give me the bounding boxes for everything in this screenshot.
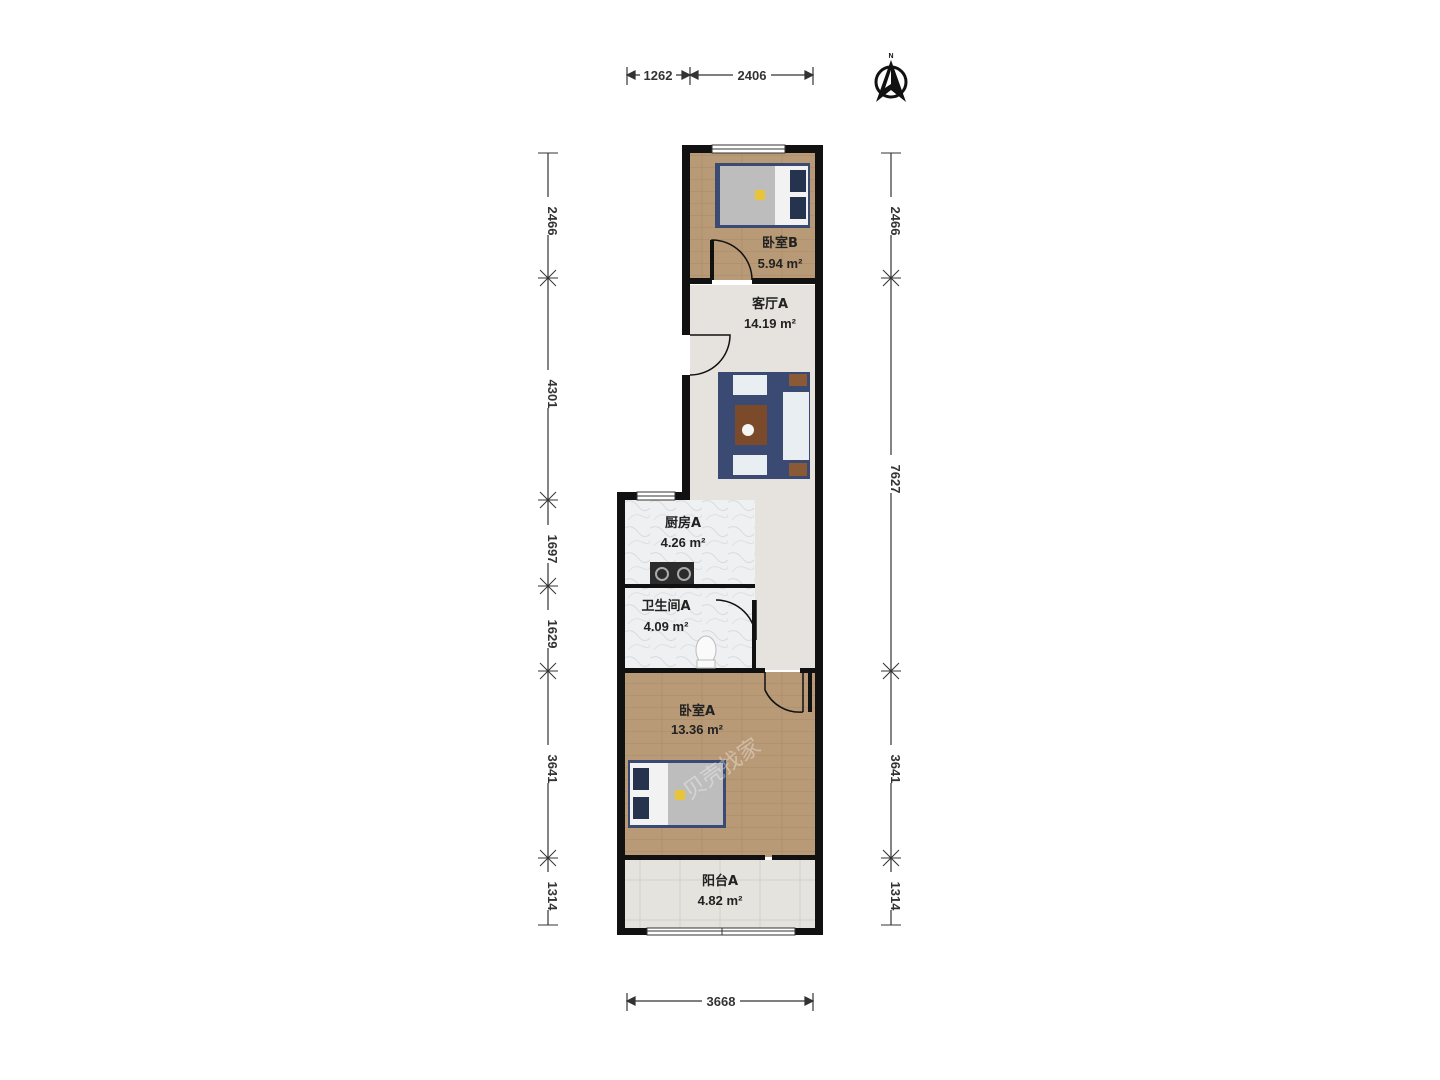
dim-bottom-1: 3668 bbox=[707, 994, 736, 1009]
room-area-living-a: 14.19 m² bbox=[744, 316, 797, 331]
dim-left-3: 1697 bbox=[545, 535, 560, 564]
room-area-bedroom-a: 13.36 m² bbox=[671, 722, 724, 737]
living-rug-icon bbox=[718, 372, 810, 479]
dim-left-5: 3641 bbox=[545, 755, 560, 784]
room-name-bathroom-a: 卫生间A bbox=[641, 598, 690, 614]
room-name-bedroom-b: 卧室B bbox=[762, 235, 798, 251]
dim-right-3: 3641 bbox=[888, 755, 903, 784]
bathroom-floor bbox=[625, 588, 755, 668]
compass-label: N bbox=[888, 53, 893, 60]
hallway-floor bbox=[755, 500, 815, 670]
dim-left-6: 1314 bbox=[545, 882, 560, 912]
room-area-kitchen-a: 4.26 m² bbox=[661, 535, 706, 550]
room-area-bedroom-b: 5.94 m² bbox=[758, 256, 803, 271]
north-compass-icon: N bbox=[874, 53, 908, 102]
walls bbox=[617, 145, 823, 935]
dim-right-2: 7627 bbox=[888, 465, 903, 494]
dim-right-4: 1314 bbox=[888, 882, 903, 912]
stove-icon bbox=[650, 562, 694, 584]
windows bbox=[636, 144, 796, 936]
dim-right-1: 2466 bbox=[888, 207, 903, 236]
room-name-living-a: 客厅A bbox=[752, 296, 788, 312]
dim-left-1: 2466 bbox=[545, 207, 560, 236]
room-name-bedroom-a: 卧室A bbox=[679, 703, 715, 719]
toilet-icon bbox=[695, 635, 717, 669]
dim-top-2: 2406 bbox=[738, 68, 767, 83]
dim-left-2: 4301 bbox=[545, 380, 560, 409]
room-area-balcony-a: 4.82 m² bbox=[698, 893, 743, 908]
room-area-bathroom-a: 4.09 m² bbox=[644, 619, 689, 634]
bed-b-icon bbox=[715, 163, 810, 228]
dimension-label-backgrounds bbox=[540, 66, 899, 1010]
room-name-kitchen-a: 厨房A bbox=[665, 515, 701, 531]
room-name-balcony-a: 阳台A bbox=[702, 873, 738, 889]
bed-a-icon bbox=[628, 760, 726, 828]
dim-top-1: 1262 bbox=[644, 68, 673, 83]
doors bbox=[689, 239, 804, 713]
dim-left-4: 1629 bbox=[545, 620, 560, 649]
balcony-floor bbox=[625, 860, 815, 930]
